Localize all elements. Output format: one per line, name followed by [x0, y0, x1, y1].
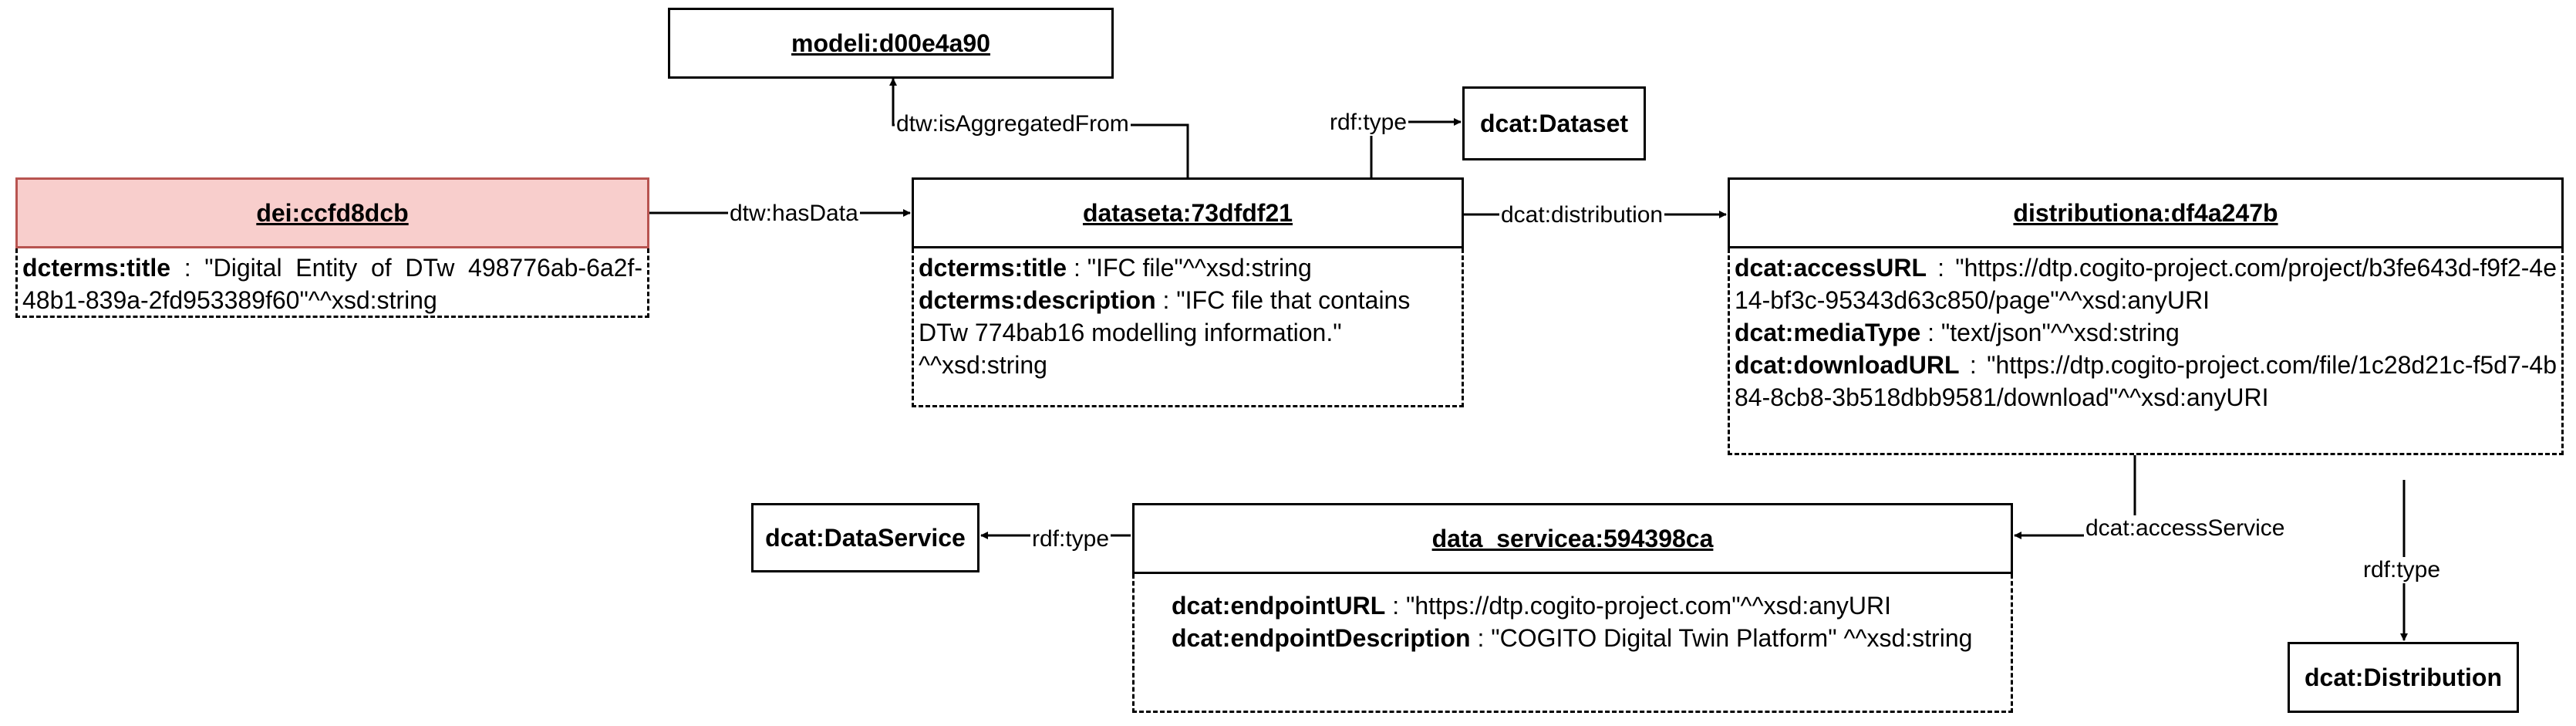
property-row: dcat:mediaType : "text/json"^^xsd:string [1735, 316, 2557, 349]
node-distribution-properties: dcat:accessURL : "https://dtp.cogito-pro… [1728, 248, 2564, 455]
property-key: dcat:downloadURL [1735, 351, 1960, 379]
node-distribution-title: distributiona:df4a247b [2013, 198, 2278, 227]
property-key: dcat:endpointDescription [1172, 624, 1471, 652]
property-key: dcterms:description [919, 286, 1156, 314]
property-row: dcat:accessURL : "https://dtp.cogito-pro… [1735, 252, 2557, 316]
property-value: : "https://dtp.cogito-project.com/file/1… [1735, 351, 2557, 411]
node-data-service-properties: dcat:endpointURL : "https://dtp.cogito-p… [1132, 574, 2013, 713]
property-key: dcat:endpointURL [1172, 592, 1386, 620]
edge-label-service-type: rdf:type [1030, 526, 1111, 552]
node-dataset-title: dataseta:73dfdf21 [1082, 198, 1293, 227]
property-key: dcat:mediaType [1735, 319, 1921, 346]
property-row: dcat:endpointURL : "https://dtp.cogito-p… [1172, 589, 1980, 622]
node-distribution-header[interactable]: distributiona:df4a247b [1728, 177, 2564, 248]
property-value: : "COGITO Digital Twin Platform" ^^xsd:s… [1470, 624, 1973, 652]
edge-label-has-data: dtw:hasData [728, 201, 860, 227]
property-value: : "IFC file that contains DTw 774bab16 m… [919, 286, 1411, 379]
property-key: dcterms:title [22, 254, 171, 282]
property-key: dcat:accessURL [1735, 254, 1927, 282]
property-row: dcat:endpointDescription : "COGITO Digit… [1172, 622, 1980, 654]
node-dcat-dataservice-title: dcat:DataService [765, 523, 966, 552]
node-dcat-dataset-title: dcat:Dataset [1479, 109, 1629, 137]
node-entity-header[interactable]: dei:ccfd8dcb [15, 177, 649, 248]
edge-label-distribution-type: rdf:type [2362, 557, 2443, 583]
property-value: : "text/json"^^xsd:string [1920, 319, 2180, 346]
node-dcat-distribution[interactable]: dcat:Distribution [2288, 642, 2519, 713]
node-data-service-title: data_servicea:594398ca [1431, 524, 1714, 552]
property-value: : "IFC file"^^xsd:string [1067, 254, 1312, 282]
node-model-title: modeli:d00e4a90 [791, 29, 990, 57]
property-value: : "Digital Entity of DTw 498776ab-6a2f-4… [22, 254, 642, 314]
node-dcat-distribution-title: dcat:Distribution [2305, 663, 2502, 691]
node-dataset-header[interactable]: dataseta:73dfdf21 [912, 177, 1464, 248]
property-row: dcterms:description : "IFC file that con… [919, 284, 1457, 381]
property-value: : "https://dtp.cogito-project.com"^^xsd:… [1385, 592, 1891, 620]
node-model[interactable]: modeli:d00e4a90 [668, 8, 1114, 79]
node-entity-properties: dcterms:title : "Digital Entity of DTw 4… [15, 248, 649, 318]
property-row: dcterms:title : "IFC file"^^xsd:string [919, 252, 1457, 284]
property-value: : "https://dtp.cogito-project.com/projec… [1735, 254, 2557, 314]
node-dcat-dataset[interactable]: dcat:Dataset [1462, 86, 1646, 160]
edge-label-aggregated-from: dtw:isAggregatedFrom [895, 111, 1131, 137]
property-key: dcterms:title [919, 254, 1067, 282]
edge-label-access-service: dcat:accessService [2084, 515, 2287, 542]
node-dcat-dataservice[interactable]: dcat:DataService [751, 503, 979, 572]
edge-label-distribution: dcat:distribution [1499, 202, 1665, 228]
node-data-service-header[interactable]: data_servicea:594398ca [1132, 503, 2013, 574]
property-row: dcat:downloadURL : "https://dtp.cogito-p… [1735, 349, 2557, 414]
node-entity-title: dei:ccfd8dcb [256, 198, 409, 227]
edge-label-dataset-type: rdf:type [1328, 110, 1409, 136]
node-dataset-properties: dcterms:title : "IFC file"^^xsd:string d… [912, 248, 1464, 407]
